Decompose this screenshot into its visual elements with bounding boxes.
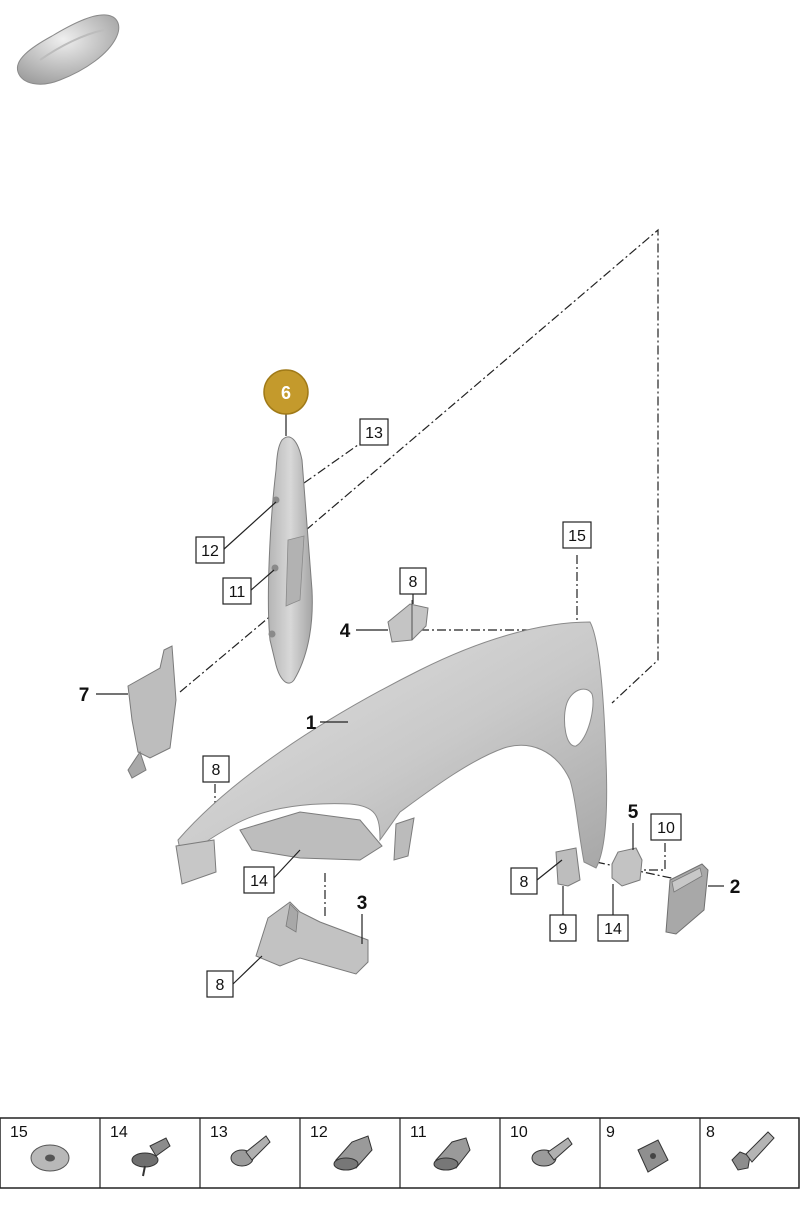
legend-cell-13[interactable]: 13 [210,1124,271,1167]
part-2-trim-piece[interactable] [665,863,709,935]
legend-cell-label: 11 [410,1124,427,1141]
callout-box-15[interactable]: 15 [562,521,592,549]
legend-cell-10[interactable]: 10 [510,1124,573,1167]
callout-box-label: 12 [201,543,219,560]
callout-box-8-upper[interactable]: 8 [399,567,427,595]
expanding-clip-icon [433,1137,471,1171]
expanding-clip-icon [333,1135,373,1171]
part-number-4: 4 [340,621,351,642]
callout-box-label: 14 [250,873,268,890]
part-6-pillar-trim[interactable] [267,436,313,684]
legend-cell-11[interactable]: 11 [410,1124,471,1171]
callout-box-label: 8 [409,574,418,591]
callout-badge-6[interactable]: 6 [263,369,309,415]
callout-box-label: 8 [216,977,225,994]
legend-cell-12[interactable]: 12 [310,1124,373,1171]
part-number-5: 5 [628,802,639,823]
part-4-bracket[interactable] [387,600,429,643]
hex-bolt-icon [731,1131,775,1171]
legend-cell-label: 13 [210,1124,228,1141]
callout-box-11[interactable]: 11 [222,577,252,605]
callout-box-14-left[interactable]: 14 [243,866,275,894]
legend-cell-8[interactable]: 8 [706,1124,775,1171]
washer-icon [30,1144,70,1172]
legend-cell-label: 10 [510,1124,528,1141]
legend-cell-9[interactable]: 9 [606,1124,669,1173]
flange-screw-icon [531,1137,573,1167]
hardware-legend: 15 14 13 12 [0,1117,800,1189]
plastic-rivet-icon [131,1137,171,1177]
callout-box-8-right[interactable]: 8 [510,867,538,895]
part-number-1: 1 [306,713,317,734]
leader-lines [96,412,724,985]
clip-nut-icon [637,1139,669,1173]
legend-cell-14[interactable]: 14 [110,1124,171,1177]
callout-box-8-bottom[interactable]: 8 [206,970,234,998]
callout-box-13[interactable]: 13 [359,418,389,446]
vehicle-thumbnail-icon [16,14,120,85]
callout-box-label: 15 [568,528,586,545]
callout-box-10[interactable]: 10 [650,813,682,841]
part-number-3: 3 [357,893,368,914]
legend-cell-label: 8 [706,1124,715,1141]
callout-box-label: 11 [229,584,246,601]
part-7-bracket[interactable] [127,645,177,779]
part-5-bracket[interactable] [555,847,643,887]
callout-box-8-left[interactable]: 8 [202,755,230,783]
part-number-7: 7 [79,685,90,706]
callout-box-14-right[interactable]: 14 [597,914,629,942]
callout-box-label: 9 [559,921,568,938]
callout-box-label: 13 [365,425,383,442]
callout-box-label: 14 [604,921,622,938]
callout-badge-label: 6 [281,383,291,403]
callout-box-9[interactable]: 9 [549,914,577,942]
callout-box-label: 8 [212,762,221,779]
part-1-front-fender[interactable] [175,621,608,885]
callout-box-label: 8 [520,874,529,891]
callout-box-12[interactable]: 12 [195,536,225,564]
legend-cell-label: 12 [310,1124,328,1141]
legend-cell-15[interactable]: 15 [10,1124,70,1172]
legend-cell-label: 15 [10,1124,28,1141]
flange-screw-icon [230,1135,271,1167]
part-3-bracket[interactable] [255,901,369,975]
part-number-2: 2 [730,877,741,898]
callout-box-label: 10 [657,820,675,837]
legend-cell-label: 14 [110,1124,128,1141]
legend-cell-label: 9 [606,1124,615,1141]
